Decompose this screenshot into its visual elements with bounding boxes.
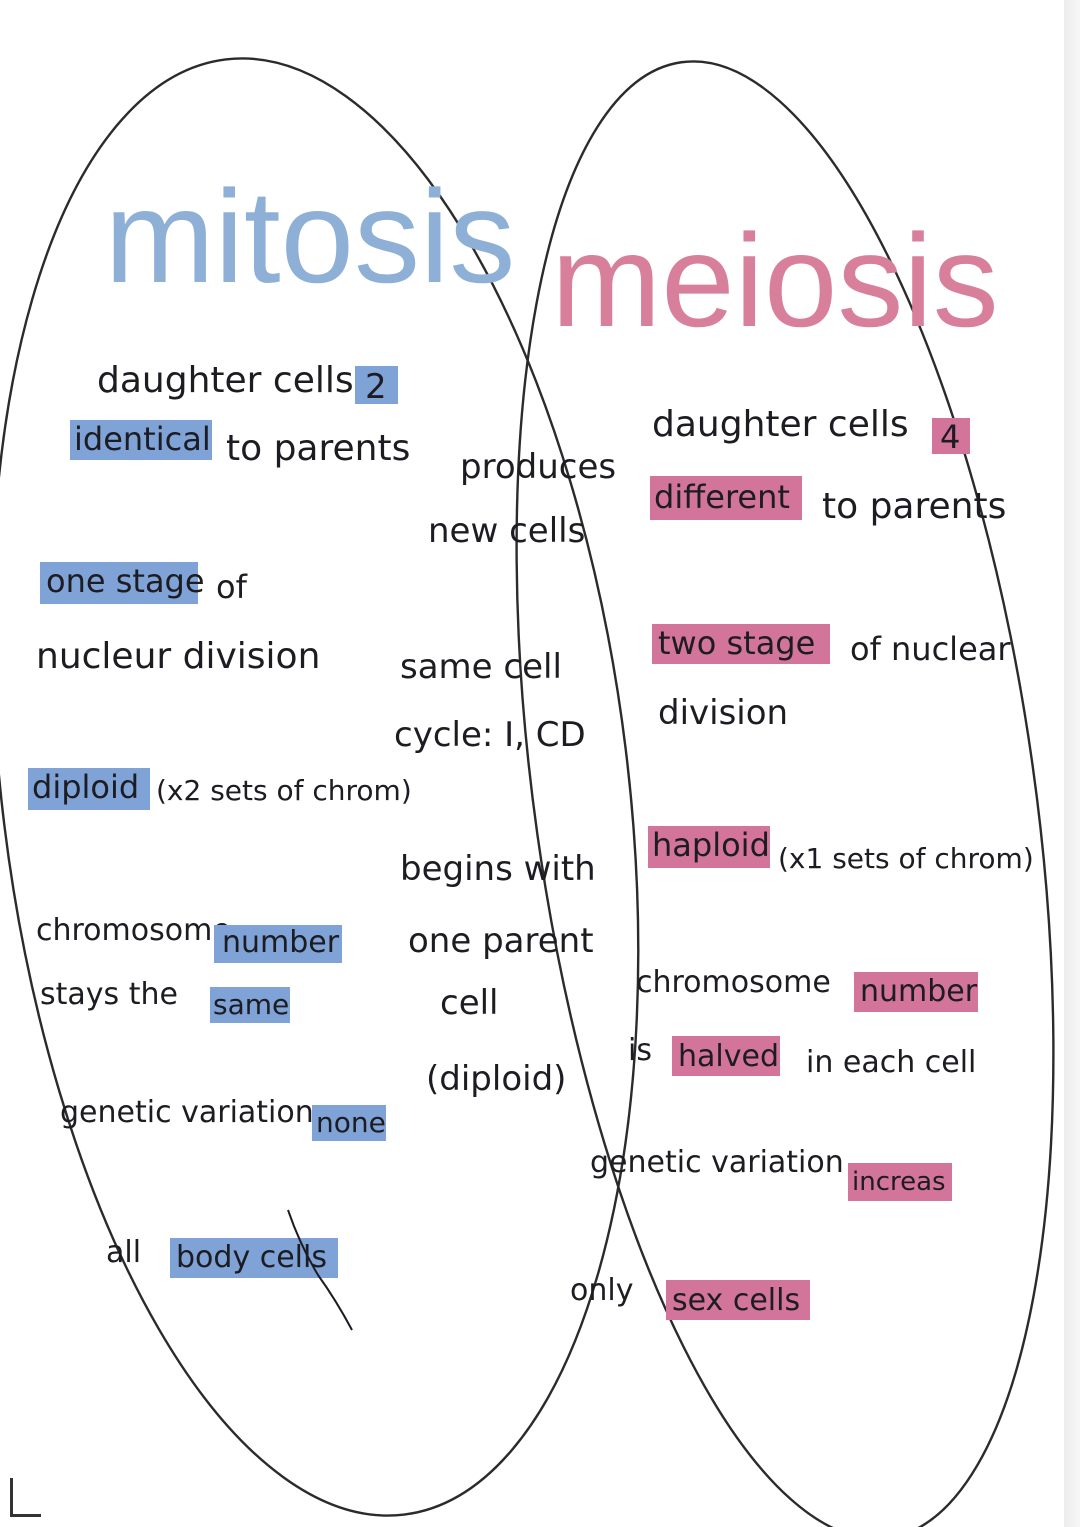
body-cells-stroke [287,1209,353,1331]
haploid-rest: (x1 sets of chrom) [778,842,1034,875]
mitosis-number-word: number [222,925,340,960]
meiosis-count-highlight [932,418,970,454]
increase-highlight [848,1163,952,1201]
meiosis-stage-of-nuclear: of nuclear [850,630,1011,668]
meiosis-chromosome-word: chromosome [636,965,831,1000]
mitosis-circle [0,57,640,1517]
two-stage-highlight [652,624,830,664]
different-highlight [650,476,802,520]
meiosis-variation: genetic variation increas [590,1145,952,1201]
halved-word: halved [678,1039,779,1074]
meiosis-stage: two stage of nuclear division [652,624,1011,733]
diploid-highlight [28,768,150,810]
mitosis-variation-label: genetic variation [60,1095,314,1130]
haploid-highlight [648,826,770,868]
meiosis-daughter-cells: daughter cells 4 [652,404,970,456]
mitosis-cells: all body cells [106,1209,353,1331]
meiosis-number-highlight [854,972,978,1012]
meiosis-different: different to parents [650,476,1006,527]
diploid-rest: (x2 sets of chrom) [156,774,412,807]
one-stage-highlight [40,562,198,604]
sex-cells-word: sex cells [672,1283,800,1318]
meiosis-only: only [570,1273,633,1308]
meiosis-variation-label: genetic variation [590,1145,844,1180]
mitosis-title: mitosis [105,163,516,310]
same-highlight [210,987,290,1023]
mitosis-variation: genetic variation none [60,1095,386,1141]
meiosis-ploidy: haploid (x1 sets of chrom) [648,826,1034,875]
corner-crop-mark [10,1478,41,1517]
shared-produces: produces new cells [428,447,616,551]
mitosis-stays-the: stays the [40,977,178,1012]
mitosis-stage-division: nucleur division [36,636,320,677]
begins-line4: (diploid) [426,1059,566,1099]
meiosis-cells: only sex cells [570,1273,810,1320]
mitosis-identical: identical to parents [70,420,410,469]
mitosis-count-highlight [355,366,398,404]
begins-line2: one parent [408,921,594,961]
one-stage-word: one stage [46,562,205,600]
meiosis-daughter-cells-count: 4 [940,418,960,456]
two-stage-word: two stage [658,624,815,662]
diploid-word: diploid [32,768,139,806]
begins-line1: begins with [400,849,596,889]
shared-cycle: same cell cycle: I, CD [394,647,586,755]
meiosis-is: is [628,1033,652,1068]
page-edge [1064,0,1080,1527]
mitosis-all: all [106,1235,141,1270]
meiosis-stage-division: division [658,693,788,733]
mitosis-number-highlight [214,925,342,963]
mitosis-stage-of: of [216,568,248,606]
cycle-line1: same cell [400,647,562,687]
meiosis-daughter-cells-label: daughter cells [652,404,909,445]
identical-suffix: to parents [226,428,410,469]
meiosis-circle [515,60,1055,1527]
identical-highlight [70,420,212,460]
sex-cells-highlight [666,1280,810,1320]
mitosis-ploidy: diploid (x2 sets of chrom) [28,768,412,810]
meiosis-title: meiosis [551,207,998,354]
meiosis-chromosome: chromosome number is halved in each cell [628,965,978,1080]
mitosis-daughter-cells-count: 2 [365,367,387,407]
identical-word: identical [74,420,211,458]
different-suffix: to parents [822,486,1006,527]
mitosis-chromosome: chromosome number stays the same [36,913,342,1023]
mitosis-daughter-cells: daughter cells 2 [97,360,398,407]
body-cells-word: body cells [176,1240,327,1275]
haploid-word: haploid [652,826,770,864]
shared-begins: begins with one parent cell (diploid) [400,849,596,1099]
produces-line2: new cells [428,511,585,551]
increase-word: increas [852,1167,946,1197]
meiosis-number-word: number [860,974,978,1009]
mitosis-chromosome-word: chromosome [36,913,231,948]
halved-highlight [672,1036,780,1076]
begins-line3: cell [440,983,499,1023]
cycle-line2: cycle: I, CD [394,715,586,755]
none-word: none [316,1106,386,1139]
mitosis-stage: one stage of nucleur division [36,562,320,677]
different-word: different [654,478,790,516]
none-highlight [312,1105,386,1141]
same-word: same [213,988,289,1021]
meiosis-in-each-cell: in each cell [806,1045,976,1080]
produces-line1: produces [460,447,616,487]
mitosis-daughter-cells-label: daughter cells [97,360,354,401]
body-cells-highlight [170,1238,338,1278]
